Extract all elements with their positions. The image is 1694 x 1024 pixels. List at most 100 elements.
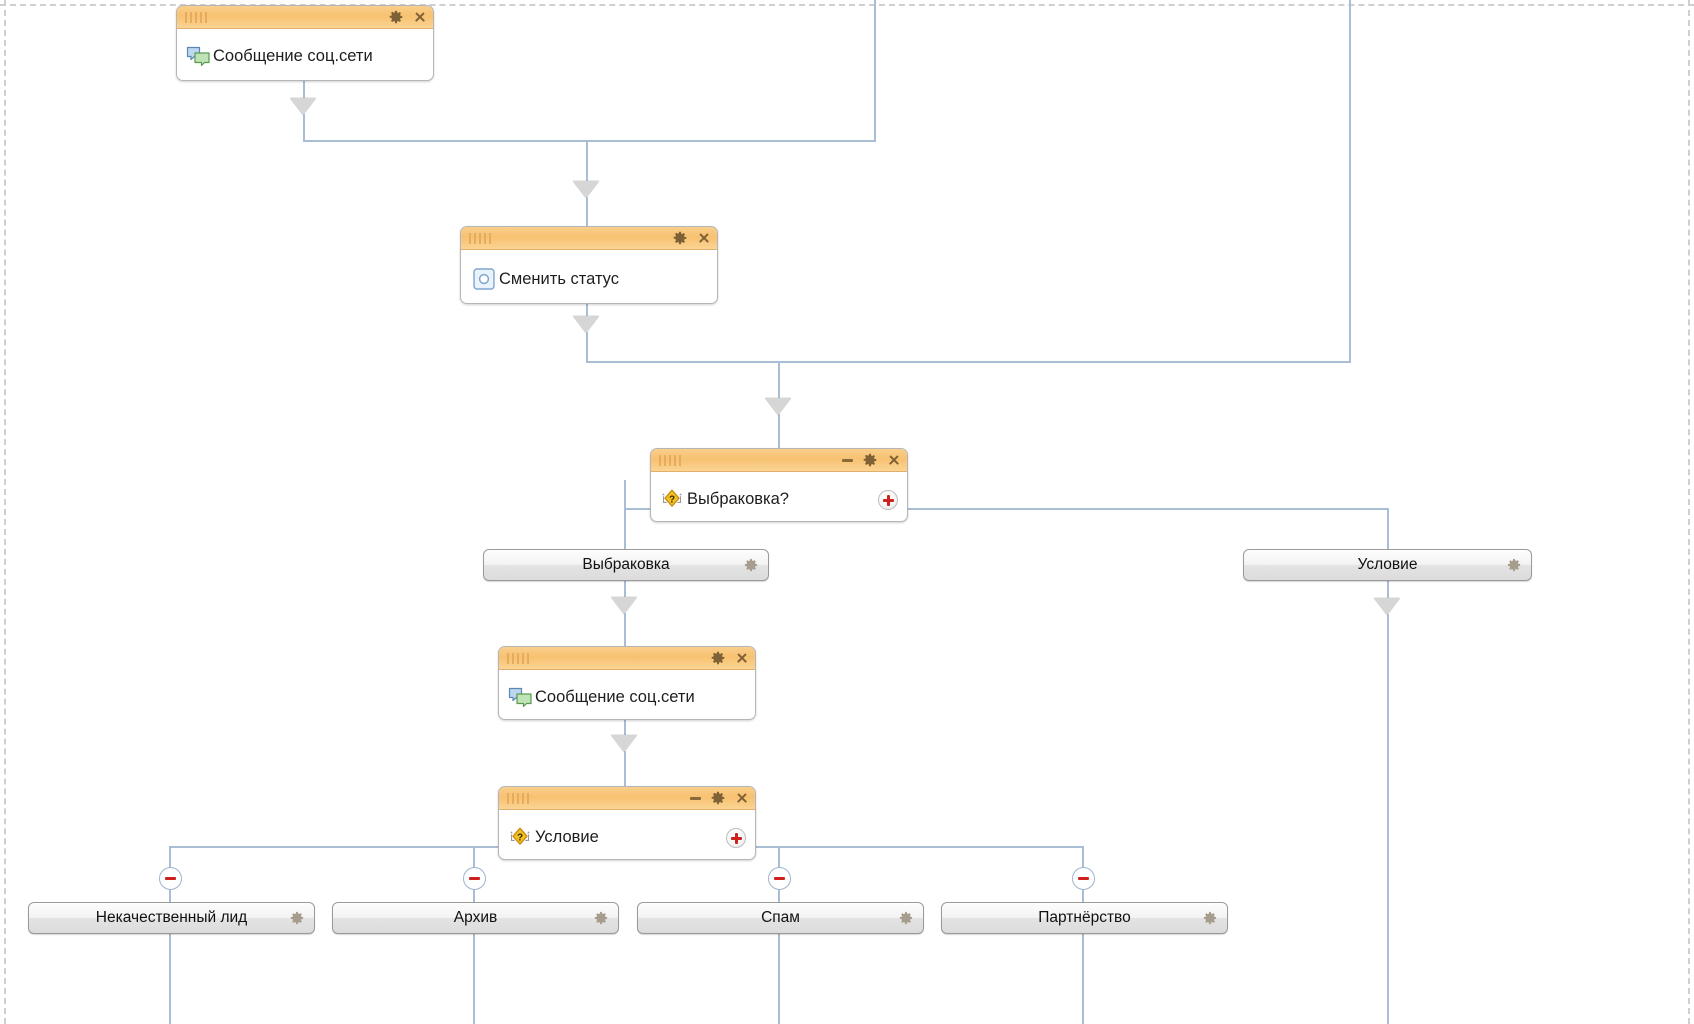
connector	[1387, 614, 1389, 1024]
connector	[473, 846, 475, 878]
connector-arrow	[573, 181, 599, 198]
branch-remove-icon[interactable]	[768, 867, 791, 890]
condition-question-icon: ?	[657, 487, 687, 511]
branch-remove-icon[interactable]	[159, 867, 182, 890]
node-body: Сообщение соц.сети	[177, 29, 433, 80]
connector-arrow	[611, 597, 637, 614]
canvas-edge-top	[0, 4, 1694, 6]
node-label: Условие	[535, 827, 599, 846]
connector	[778, 846, 780, 878]
connector	[778, 932, 780, 1024]
node-condition-uslovie[interactable]: ? Условие	[498, 786, 756, 860]
node-header[interactable]	[499, 647, 755, 670]
drag-grip-icon[interactable]	[507, 792, 529, 804]
connector	[303, 140, 876, 142]
svg-text:?: ?	[517, 832, 523, 843]
connector	[1082, 888, 1084, 902]
connector	[1349, 0, 1351, 362]
connector	[1387, 579, 1389, 602]
drag-grip-icon[interactable]	[469, 232, 491, 244]
connector	[624, 508, 626, 549]
node-header[interactable]	[499, 787, 755, 810]
outcome-pill-spam[interactable]: Спам	[637, 902, 924, 934]
minimize-icon[interactable]	[840, 453, 854, 467]
connector	[778, 414, 780, 448]
outcome-pill-partnerstvo[interactable]: Партнёрство	[941, 902, 1228, 934]
connector	[778, 361, 780, 401]
connector	[303, 78, 305, 100]
node-label: Сменить статус	[499, 269, 619, 288]
connector-arrow	[1374, 598, 1400, 615]
gear-icon[interactable]	[389, 10, 403, 24]
branch-remove-icon[interactable]	[463, 867, 486, 890]
connector-arrow	[611, 735, 637, 752]
connector	[624, 579, 626, 600]
drag-grip-icon[interactable]	[659, 454, 681, 466]
outcome-pill-label: Партнёрство	[1038, 909, 1131, 926]
gear-icon[interactable]	[711, 651, 725, 665]
gear-icon[interactable]	[1203, 911, 1217, 925]
connector	[586, 332, 588, 362]
connector	[473, 932, 475, 1024]
node-body: Сменить статус	[461, 250, 717, 303]
connector	[1082, 846, 1084, 878]
gear-icon[interactable]	[1507, 558, 1521, 572]
close-icon[interactable]	[886, 453, 900, 467]
connector	[874, 0, 876, 141]
outcome-pill-label: Некачественный лид	[95, 909, 248, 926]
connector	[624, 751, 626, 786]
drag-grip-icon[interactable]	[185, 11, 207, 23]
node-social-message-top[interactable]: Сообщение соц.сети	[176, 5, 434, 81]
connector	[586, 197, 588, 226]
outcome-pill-label: Спам	[761, 909, 800, 926]
connector	[1387, 508, 1389, 549]
outcome-pill-nekachestvennyy-lid[interactable]: Некачественный лид	[28, 902, 315, 934]
minimize-icon[interactable]	[688, 791, 702, 805]
svg-text:?: ?	[669, 494, 675, 505]
canvas-edge-right	[1688, 0, 1690, 1024]
gear-icon[interactable]	[594, 911, 608, 925]
node-change-status[interactable]: Сменить статус	[460, 226, 718, 304]
branch-pill-label: Условие	[1357, 556, 1418, 573]
gear-icon[interactable]	[744, 558, 758, 572]
branch-pill-vybrakovka[interactable]: Выбраковка	[483, 549, 769, 581]
branch-pill-uslovie[interactable]: Условие	[1243, 549, 1532, 581]
add-branch-button[interactable]	[878, 490, 898, 510]
node-header[interactable]	[177, 6, 433, 29]
connector	[624, 480, 626, 509]
social-message-icon	[507, 686, 535, 708]
node-condition-vybrakovka[interactable]: ? Выбраковка?	[650, 448, 908, 522]
add-branch-button[interactable]	[726, 828, 746, 848]
connector	[586, 302, 588, 320]
connector	[624, 718, 626, 738]
node-header[interactable]	[461, 227, 717, 250]
status-change-icon	[469, 267, 499, 291]
gear-icon[interactable]	[863, 453, 877, 467]
connector	[303, 114, 305, 141]
outcome-pill-label: Архив	[453, 909, 498, 926]
node-label: Сообщение соц.сети	[213, 46, 373, 65]
gear-icon[interactable]	[290, 911, 304, 925]
close-icon[interactable]	[412, 10, 426, 24]
close-icon[interactable]	[734, 651, 748, 665]
node-label: Сообщение соц.сети	[535, 687, 695, 706]
connector	[169, 846, 171, 878]
outcome-pill-arhiv[interactable]: Архив	[332, 902, 619, 934]
gear-icon[interactable]	[899, 911, 913, 925]
drag-grip-icon[interactable]	[507, 652, 529, 664]
connector	[1082, 932, 1084, 1024]
connector	[586, 361, 1351, 363]
close-icon[interactable]	[734, 791, 748, 805]
node-body: ? Условие	[499, 810, 755, 859]
connector	[778, 888, 780, 902]
gear-icon[interactable]	[711, 791, 725, 805]
gear-icon[interactable]	[673, 231, 687, 245]
close-icon[interactable]	[696, 231, 710, 245]
node-body: ? Выбраковка?	[651, 472, 907, 521]
node-social-message-mid[interactable]: Сообщение соц.сети	[498, 646, 756, 720]
connector-arrow	[765, 398, 791, 415]
node-header[interactable]	[651, 449, 907, 472]
connector	[624, 613, 626, 647]
branch-remove-icon[interactable]	[1072, 867, 1095, 890]
